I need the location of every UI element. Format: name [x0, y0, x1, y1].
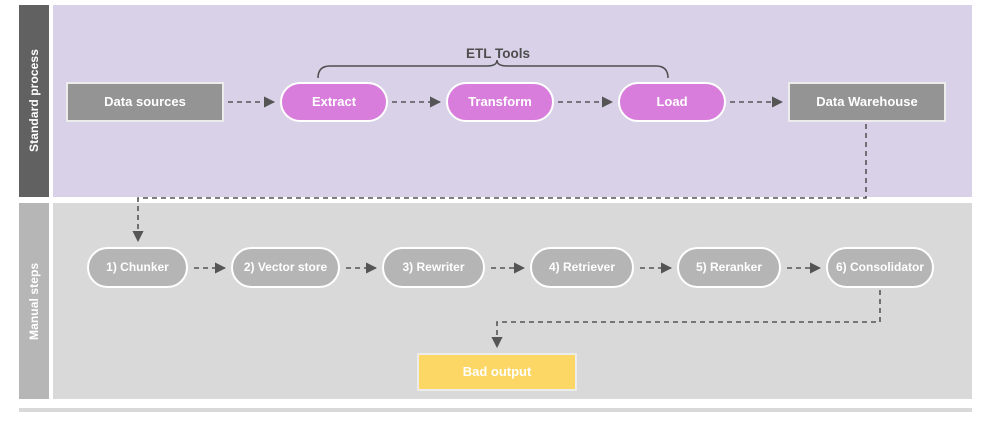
- node-step-vector-store[interactable]: 2) Vector store: [231, 247, 340, 288]
- node-bad-output[interactable]: Bad output: [417, 353, 577, 391]
- node-step-rewriter[interactable]: 3) Rewriter: [382, 247, 485, 288]
- node-data-sources[interactable]: Data sources: [66, 82, 224, 122]
- node-step-chunker[interactable]: 1) Chunker: [87, 247, 188, 288]
- node-data-warehouse[interactable]: Data Warehouse: [788, 82, 946, 122]
- node-load[interactable]: Load: [618, 82, 726, 122]
- node-step-retriever[interactable]: 4) Retriever: [530, 247, 634, 288]
- node-step-reranker[interactable]: 5) Reranker: [677, 247, 781, 288]
- lane-label-standard-process: Standard process: [19, 5, 49, 197]
- node-extract[interactable]: Extract: [280, 82, 388, 122]
- etl-tools-label: ETL Tools: [466, 46, 530, 61]
- lane-label-manual-steps: Manual steps: [19, 203, 49, 399]
- bottom-divider-rule: [19, 408, 972, 412]
- node-transform[interactable]: Transform: [446, 82, 554, 122]
- node-step-consolidator[interactable]: 6) Consolidator: [826, 247, 934, 288]
